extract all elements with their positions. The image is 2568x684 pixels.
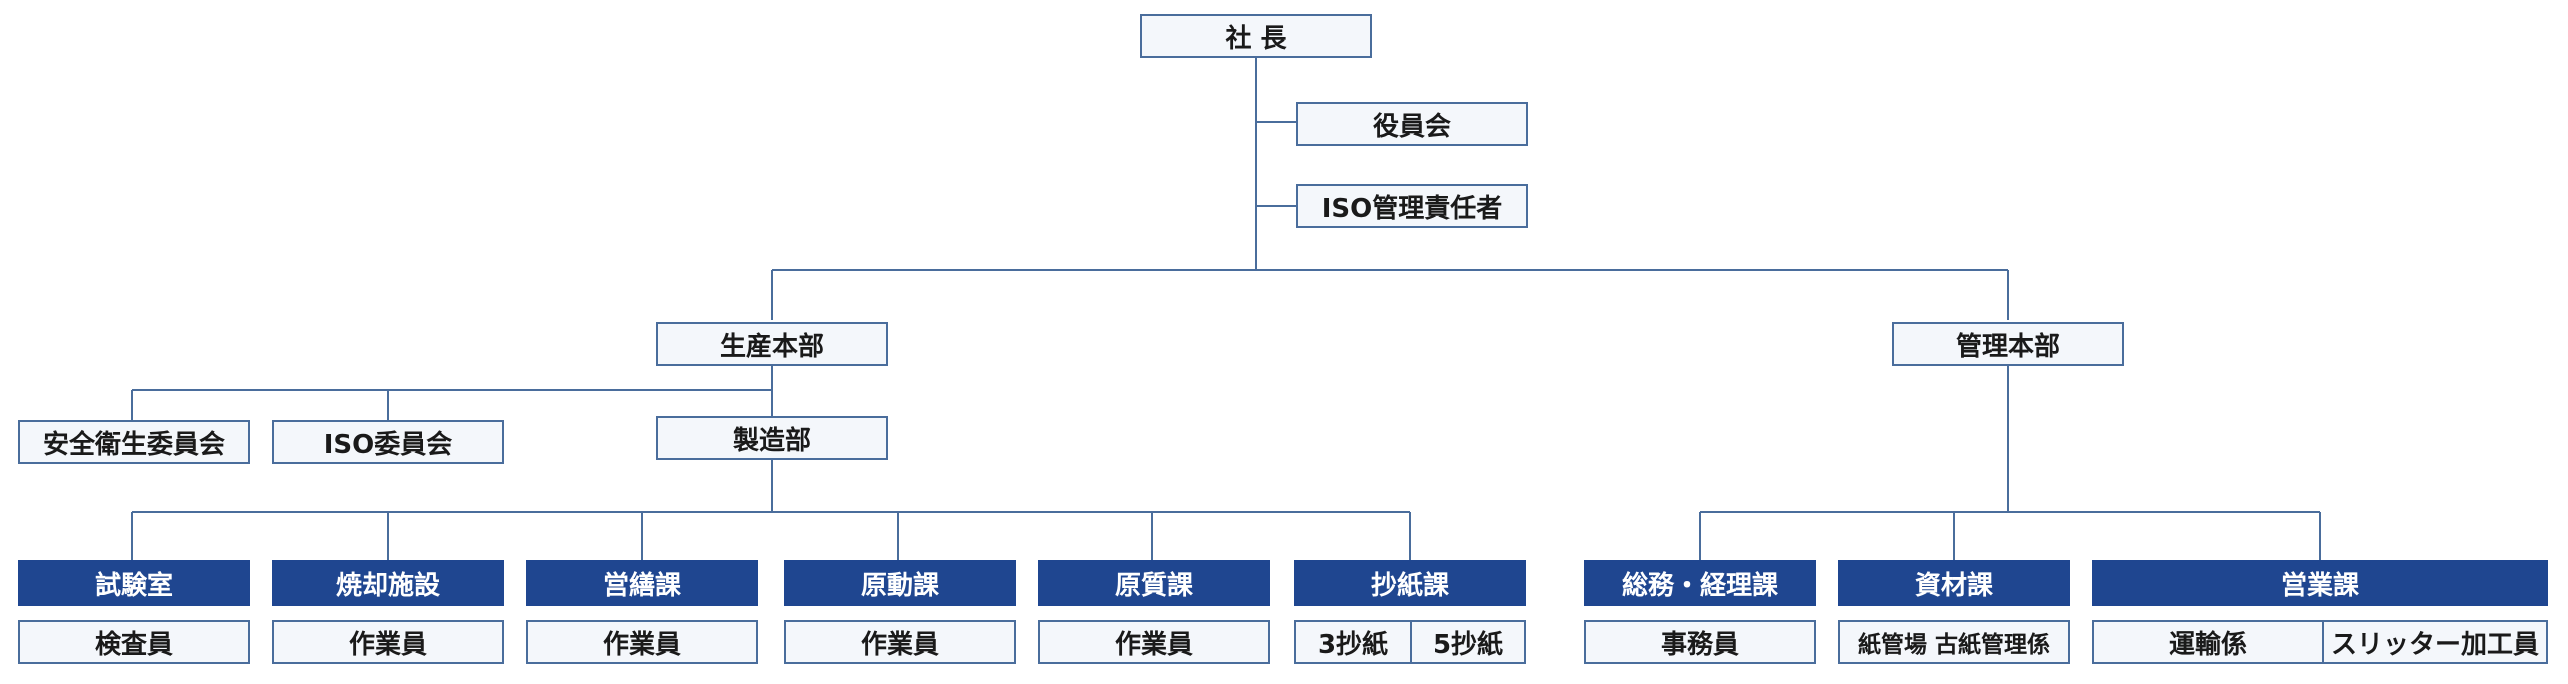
- administration-hq-box: 管理本部: [1892, 322, 2124, 366]
- unit-divider: [1410, 622, 1412, 662]
- unit-box: 事務員: [1584, 620, 1816, 664]
- section-box: 焼却施設: [272, 560, 504, 606]
- unit-box: 検査員: [18, 620, 250, 664]
- section-box: 試験室: [18, 560, 250, 606]
- section-box: 総務・経理課: [1584, 560, 1816, 606]
- section-box: 営業課: [2092, 560, 2548, 606]
- unit-label: スリッター加工員: [2330, 629, 2539, 660]
- unit-divider: [2322, 622, 2324, 662]
- unit-box: 作業員: [1038, 620, 1270, 664]
- unit-label: 3抄紙: [1317, 629, 1389, 660]
- board-of-directors-box: 役員会: [1296, 102, 1528, 146]
- sales-units-box: 運輸係 スリッター加工員: [2092, 620, 2548, 664]
- manufacturing-dept-box: 製造部: [656, 416, 888, 460]
- president-box: 社 長: [1140, 14, 1372, 58]
- section-box: 原質課: [1038, 560, 1270, 606]
- section-box: 営繕課: [526, 560, 758, 606]
- iso-committee-box: ISO委員会: [272, 420, 504, 464]
- safety-committee-box: 安全衛生委員会: [18, 420, 250, 464]
- unit-box: 紙管場 古紙管理係: [1838, 620, 2070, 664]
- section-box: 抄紙課: [1294, 560, 1526, 606]
- unit-label: 5抄紙: [1432, 629, 1504, 660]
- unit-label: 運輸係: [2168, 629, 2247, 660]
- section-box: 原動課: [784, 560, 1016, 606]
- production-hq-box: 生産本部: [656, 322, 888, 366]
- section-box: 資材課: [1838, 560, 2070, 606]
- unit-box: 作業員: [272, 620, 504, 664]
- iso-manager-box: ISO管理責任者: [1296, 184, 1528, 228]
- paper-machine-units-box: 3抄紙 5抄紙: [1294, 620, 1526, 664]
- unit-box: 作業員: [784, 620, 1016, 664]
- unit-box: 作業員: [526, 620, 758, 664]
